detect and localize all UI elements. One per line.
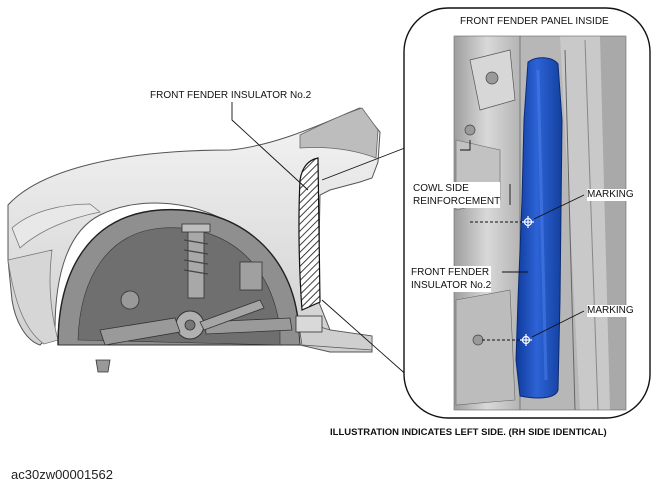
- note-left-side: ILLUSTRATION INDICATES LEFT SIDE. (RH SI…: [330, 427, 607, 438]
- detail-photo: [454, 36, 626, 410]
- marking-bottom-leader: [531, 310, 585, 338]
- panel-inside-leader: [460, 140, 471, 151]
- zoom-line-bottom: [321, 299, 411, 379]
- label-insulator-detail: FRONT FENDER INSULATOR No.2: [411, 266, 492, 292]
- insulator-leader-line: [231, 102, 309, 191]
- label-marking-top: MARKING: [587, 189, 634, 201]
- marking-symbol-top: [522, 216, 534, 228]
- label-front-fender-panel-inside: FRONT FENDER PANEL INSIDE: [460, 16, 609, 28]
- label-cowl-side-reinforcement: COWL SIDE REINFORCEMENT: [413, 182, 501, 208]
- car-front-illustration: [7, 107, 381, 373]
- marking-top-leader: [533, 194, 585, 220]
- insulator-hatched-shape: [298, 157, 321, 311]
- label-cowl-line2: REINFORCEMENT: [413, 196, 501, 207]
- label-cowl-line1: COWL SIDE: [413, 183, 469, 194]
- label-insulator-detail-line2: INSULATOR No.2: [411, 280, 492, 291]
- label-marking-bottom: MARKING: [587, 305, 634, 317]
- insulator-blue-part: [515, 57, 563, 399]
- zoom-line-top: [321, 145, 411, 181]
- marking-symbol-bottom: [520, 334, 532, 346]
- figure-code: ac30zw00001562: [11, 467, 113, 482]
- label-front-fender-insulator: FRONT FENDER INSULATOR No.2: [150, 90, 312, 102]
- label-insulator-detail-line1: FRONT FENDER: [411, 267, 490, 278]
